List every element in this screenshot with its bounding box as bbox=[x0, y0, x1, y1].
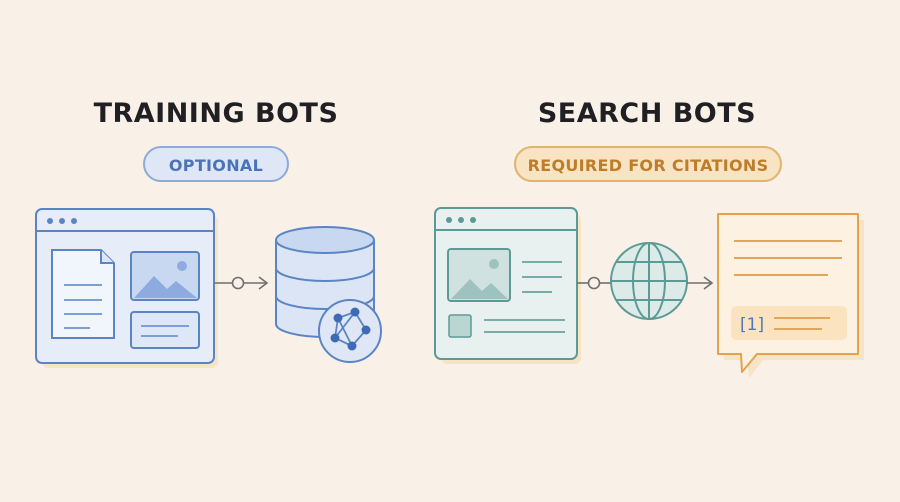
document-icon bbox=[51, 249, 115, 339]
required-for-citations-badge: REQUIRED FOR CITATIONS bbox=[514, 146, 782, 182]
citation-marker: [1] bbox=[740, 315, 764, 335]
image-icon bbox=[130, 251, 200, 301]
network-graph-icon bbox=[318, 299, 382, 363]
training-bots-title: TRAINING BOTS bbox=[93, 98, 339, 129]
search-bots-title: SEARCH BOTS bbox=[537, 98, 757, 129]
search-text-lines bbox=[448, 261, 565, 338]
chat-bubble-icon bbox=[717, 213, 864, 378]
optional-badge: OPTIONAL bbox=[143, 146, 289, 182]
globe-icon bbox=[610, 242, 688, 320]
training-connector-arrow bbox=[214, 276, 269, 290]
search-image-icon bbox=[447, 248, 511, 302]
globe-connector-arrow bbox=[687, 276, 714, 290]
search-connector-arrow bbox=[577, 276, 612, 290]
text-card-icon bbox=[130, 311, 200, 349]
